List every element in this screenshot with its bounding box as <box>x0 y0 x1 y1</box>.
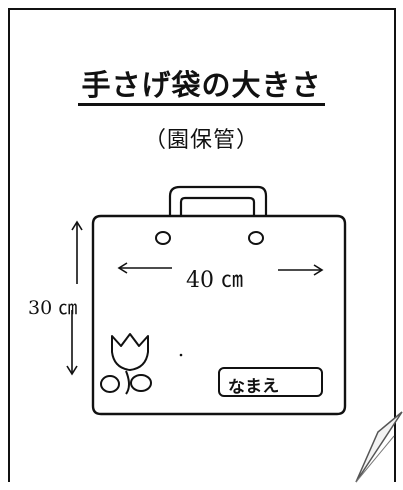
height-label: 30 ㎝ <box>28 297 78 319</box>
bag-dot <box>179 353 183 357</box>
width-arrow <box>117 262 324 276</box>
document-title: 手さげ袋の大きさ <box>0 68 403 106</box>
document-title-text: 手さげ袋の大きさ <box>78 69 325 106</box>
bag-eyelet-left <box>155 231 171 245</box>
folded-corner <box>355 411 403 483</box>
bag-handle <box>168 185 268 220</box>
tulip-decoration <box>100 333 152 395</box>
name-tag-box <box>218 367 323 397</box>
name-tag-text: なまえ <box>227 376 280 398</box>
page-border <box>8 8 396 482</box>
bag-body <box>91 214 347 416</box>
document-subtitle: （園保管） <box>143 128 259 153</box>
height-arrow <box>66 220 83 376</box>
width-label: 40 ㎝ <box>186 268 243 293</box>
bag-eyelet-right <box>248 231 264 245</box>
